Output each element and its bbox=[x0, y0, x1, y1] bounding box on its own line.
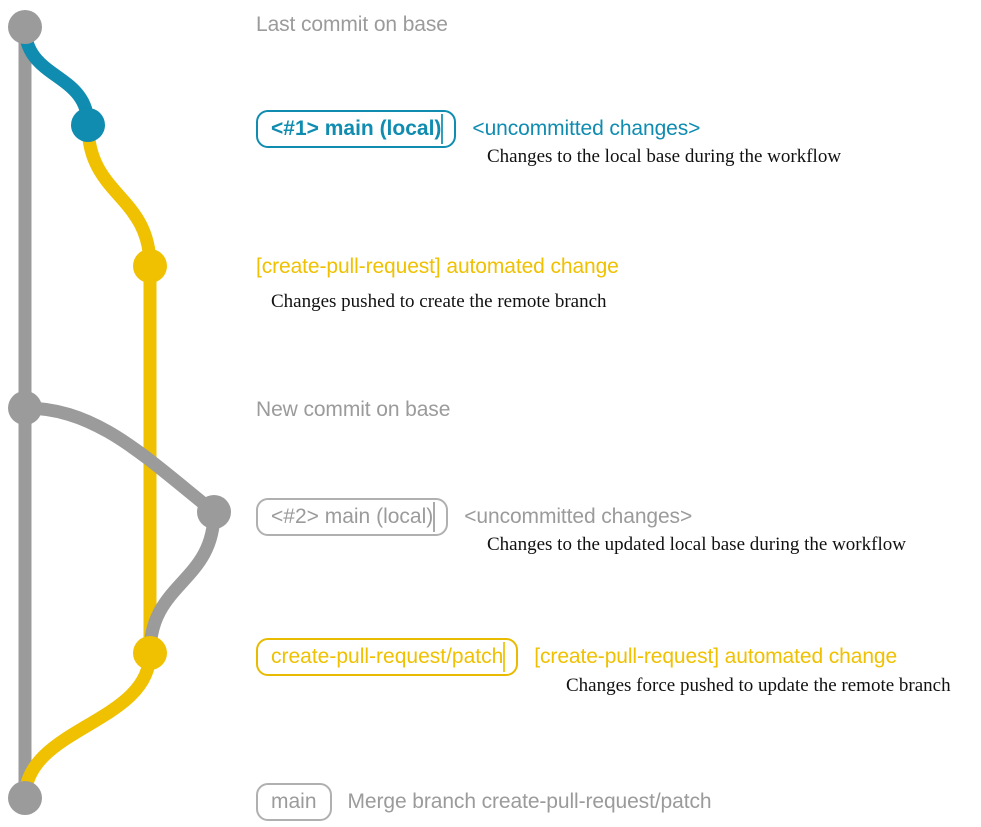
commit-subject: New commit on base bbox=[256, 398, 451, 421]
edge-base-to-local-2 bbox=[18, 401, 221, 519]
node-last-commit-on-base[interactable] bbox=[8, 10, 42, 44]
commit-description-automated-change-2: Changes force pushed to update the remot… bbox=[566, 675, 951, 696]
commit-row-local-1: <#1> main (local) <uncommitted changes> bbox=[256, 110, 700, 148]
node-local-uncommitted-changes-2[interactable] bbox=[197, 495, 231, 529]
edge-remote-2-to-merge bbox=[18, 646, 157, 805]
node-local-uncommitted-changes-1[interactable] bbox=[71, 108, 105, 142]
commit-description-automated-change-1: Changes pushed to create the remote bran… bbox=[271, 291, 607, 312]
node-automated-change-2[interactable] bbox=[133, 636, 167, 670]
commit-description-local-1: Changes to the local base during the wor… bbox=[487, 146, 842, 167]
commit-row-last-commit-on-base: Last commit on base bbox=[256, 14, 448, 35]
node-merge-commit[interactable] bbox=[8, 781, 42, 815]
commit-row-automated-change-1: [create-pull-request] automated change bbox=[256, 256, 619, 277]
edge-local-1-to-remote-1 bbox=[81, 118, 157, 273]
commit-subject: Last commit on base bbox=[256, 13, 448, 36]
ref-badge-main[interactable]: main bbox=[256, 783, 332, 821]
ref-badge-main-local-2[interactable]: <#2> main (local) bbox=[256, 498, 449, 536]
commit-subject: [create-pull-request] automated change bbox=[256, 255, 619, 278]
commit-subject: <uncommitted changes> bbox=[472, 117, 701, 140]
commit-subject: <uncommitted changes> bbox=[464, 505, 693, 528]
commit-graph bbox=[8, 10, 231, 815]
commit-row-new-commit-on-base: New commit on base bbox=[256, 399, 450, 420]
commit-subject: [create-pull-request] automated change bbox=[534, 645, 898, 668]
commit-row-merge: main Merge branch create-pull-request/pa… bbox=[256, 783, 712, 821]
node-automated-change-1[interactable] bbox=[133, 249, 167, 283]
commit-subject: Merge branch create-pull-request/patch bbox=[347, 790, 712, 813]
ref-badge-create-pull-request-patch[interactable]: create-pull-request/patch bbox=[256, 638, 519, 676]
commit-description-local-2: Changes to the updated local base during… bbox=[487, 534, 906, 555]
commit-row-automated-change-2: create-pull-request/patch [create-pull-r… bbox=[256, 638, 897, 676]
edge-base-to-local-1 bbox=[18, 20, 95, 132]
node-new-commit-on-base[interactable] bbox=[8, 391, 42, 425]
commit-row-local-2: <#2> main (local) <uncommitted changes> bbox=[256, 498, 692, 536]
edge-local-2-to-remote-2 bbox=[143, 505, 221, 660]
ref-badge-main-local-1[interactable]: <#1> main (local) bbox=[256, 110, 457, 148]
